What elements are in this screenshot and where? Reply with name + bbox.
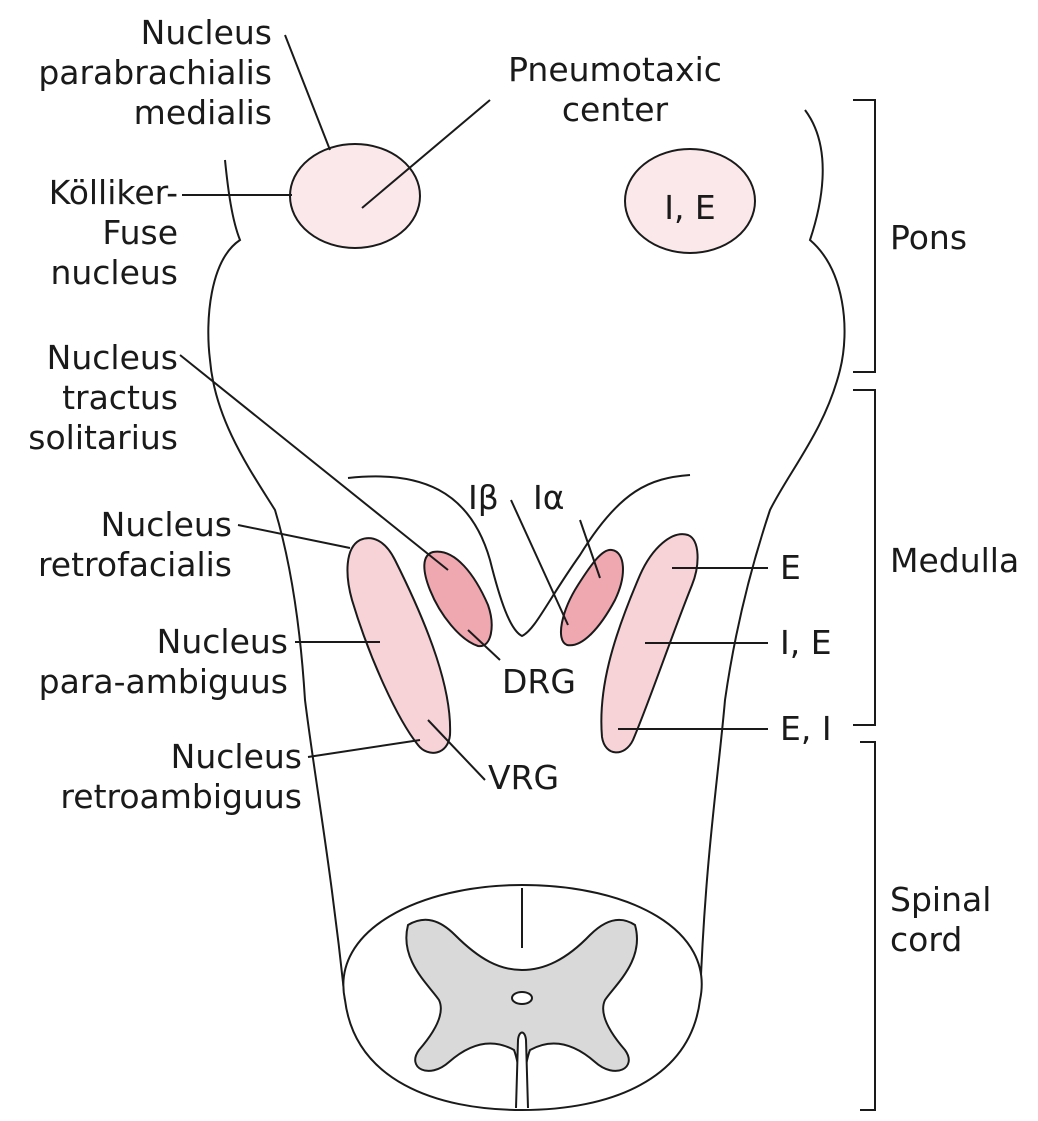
- leader-retroambiguus: [308, 740, 420, 757]
- label-nucleus-retrofacialis: Nucleus retrofacialis: [0, 505, 232, 585]
- label-line: Spinal: [890, 880, 991, 920]
- label-line: medialis: [0, 93, 272, 133]
- central-canal: [512, 992, 532, 1004]
- label-i-beta: Iβ: [468, 478, 499, 518]
- label-line: solitarius: [0, 418, 178, 458]
- label-ie-right: I, E: [780, 623, 832, 663]
- label-e-right: E: [780, 548, 801, 588]
- drg-left: [424, 552, 491, 647]
- label-line: nucleus: [0, 253, 178, 293]
- label-line: Nucleus: [0, 622, 288, 662]
- label-line: Fuse: [0, 213, 178, 253]
- label-line: parabrachialis: [0, 53, 272, 93]
- medulla-bracket: [853, 390, 875, 725]
- label-ie-pons: I, E: [630, 188, 750, 228]
- label-line: tractus: [0, 378, 178, 418]
- anterior-median-fissure: [516, 1033, 528, 1109]
- leader-parabrachialis: [285, 35, 330, 150]
- pons-bracket: [853, 100, 875, 372]
- leader-i-beta: [511, 500, 568, 625]
- label-spinal-cord: Spinal cord: [890, 880, 991, 960]
- label-drg: DRG: [502, 662, 576, 702]
- label-line: Kölliker-: [0, 173, 178, 213]
- label-pneumotaxic-center: Pneumotaxic center: [490, 50, 740, 130]
- drg-right: [561, 550, 623, 645]
- label-line: Nucleus: [0, 13, 272, 53]
- label-line: Nucleus: [0, 505, 232, 545]
- label-line: Nucleus: [0, 338, 178, 378]
- label-line: Nucleus: [0, 737, 302, 777]
- label-vrg: VRG: [488, 758, 559, 798]
- label-kolliker-fuse-nucleus: Kölliker- Fuse nucleus: [0, 173, 178, 293]
- label-line: cord: [890, 920, 991, 960]
- label-ei-right: E, I: [780, 709, 832, 749]
- label-line: Pneumotaxic: [490, 50, 740, 90]
- label-nucleus-para-ambiguus: Nucleus para-ambiguus: [0, 622, 288, 702]
- label-medulla: Medulla: [890, 541, 1019, 581]
- spinal-cord-bracket: [860, 742, 875, 1110]
- label-nucleus-tractus-solitarius: Nucleus tractus solitarius: [0, 338, 178, 458]
- label-pons: Pons: [890, 218, 967, 258]
- pneumotaxic-nucleus-left: [290, 144, 420, 248]
- label-line: para-ambiguus: [0, 662, 288, 702]
- label-i-alpha: Iα: [533, 478, 565, 518]
- label-line: center: [490, 90, 740, 130]
- label-line: retrofacialis: [0, 545, 232, 585]
- label-line: retroambiguus: [0, 777, 302, 817]
- label-nucleus-parabrachialis-medialis: Nucleus parabrachialis medialis: [0, 13, 272, 133]
- leader-retrofacialis: [238, 525, 350, 548]
- label-nucleus-retroambiguus: Nucleus retroambiguus: [0, 737, 302, 817]
